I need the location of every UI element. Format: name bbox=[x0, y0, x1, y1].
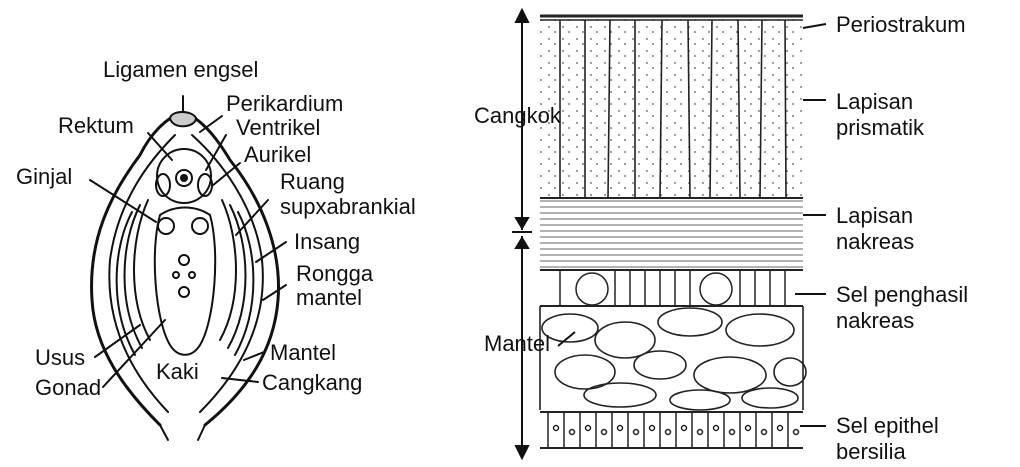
label-rektum: Rektum bbox=[58, 114, 134, 138]
label-usus: Usus bbox=[35, 346, 85, 370]
prismatic-layer bbox=[540, 16, 803, 198]
nacreous-layer bbox=[540, 198, 803, 270]
label-lapisan-nakreas-1: Lapisan bbox=[836, 204, 913, 228]
label-cangkang: Cangkang bbox=[262, 371, 362, 395]
mantle-tissue bbox=[540, 306, 806, 410]
label-bersilia: bersilia bbox=[836, 440, 906, 464]
label-ligamen-engsel: Ligamen engsel bbox=[103, 58, 258, 82]
label-supxabrankial: supxabrankial bbox=[280, 195, 416, 219]
label-lapisan-prismatik-2: prismatik bbox=[836, 116, 924, 140]
label-ventrikel: Ventrikel bbox=[236, 116, 320, 140]
nacre-cell-2 bbox=[700, 273, 732, 305]
label-insang: Insang bbox=[294, 230, 360, 254]
label-perikardium: Perikardium bbox=[226, 92, 343, 116]
label-mantel-right: Mantel bbox=[484, 332, 550, 356]
label-sel-penghasil: Sel penghasil bbox=[836, 283, 968, 307]
label-periostrakum: Periostrakum bbox=[836, 13, 966, 37]
label-rongga-mantel: mantel bbox=[296, 286, 362, 310]
label-ruang: Ruang bbox=[280, 170, 345, 194]
label-mantel-left: Mantel bbox=[270, 341, 336, 365]
label-ginjal: Ginjal bbox=[16, 165, 72, 189]
ciliated-epithelium bbox=[540, 412, 803, 448]
label-aurikel: Aurikel bbox=[244, 143, 311, 167]
label-gonad: Gonad bbox=[35, 376, 101, 400]
label-lapisan-prismatik-1: Lapisan bbox=[836, 90, 913, 114]
label-sel-epithel: Sel epithel bbox=[836, 414, 939, 438]
nacre-cell-1 bbox=[576, 273, 608, 305]
label-lapisan-nakreas-2: nakreas bbox=[836, 230, 914, 254]
label-cangkok: Cangkok bbox=[474, 104, 561, 128]
label-rongga: Rongga bbox=[296, 262, 373, 286]
label-sel-penghasil-nakreas: nakreas bbox=[836, 309, 914, 333]
label-kaki: Kaki bbox=[156, 360, 199, 384]
